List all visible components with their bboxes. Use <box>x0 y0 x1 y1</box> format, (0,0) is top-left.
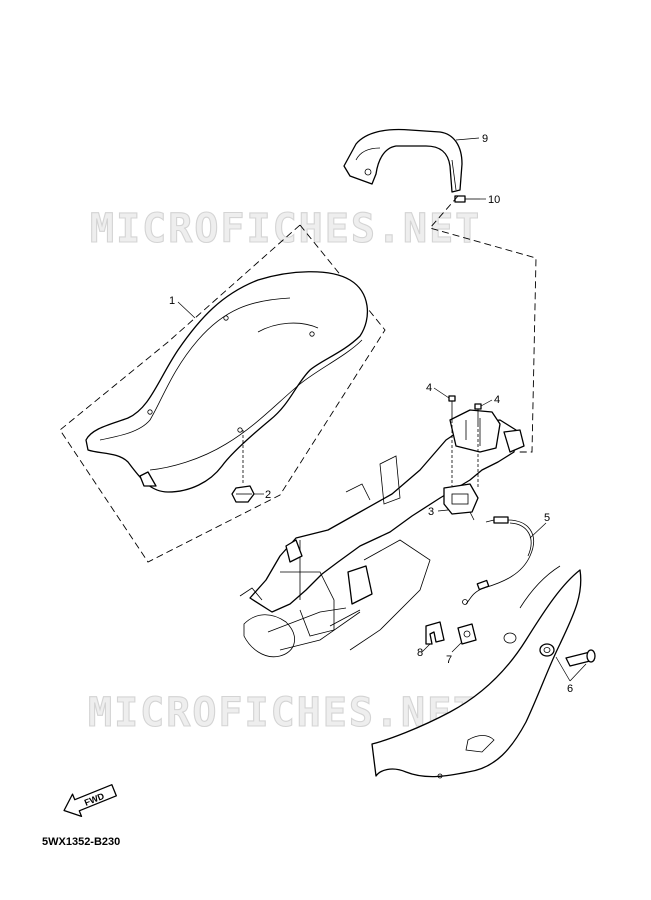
screw-4-right <box>474 403 482 488</box>
screw-4-left <box>448 395 456 486</box>
svg-text:MICROFICHES.NET: MICROFICHES.NET <box>88 690 479 736</box>
clip-part-8 <box>425 621 445 645</box>
watermark-top: MICROFICHES.NET MICROFICHES.NET <box>89 205 481 252</box>
rear-side-cover <box>371 565 582 779</box>
seat-lock-part <box>443 483 479 521</box>
seat-assembly-boundary <box>59 224 386 563</box>
callout-7: 7 <box>446 654 452 666</box>
grab-bar-connector <box>429 195 537 453</box>
watermark-bottom: MICROFICHES.NET MICROFICHES.NET <box>87 689 479 736</box>
diagram-code: 5WX1352-B230 <box>42 836 121 848</box>
screw-part <box>454 195 480 203</box>
callout-6: 6 <box>567 683 573 695</box>
grab-bar-part <box>343 128 463 193</box>
callout-5: 5 <box>544 512 550 524</box>
grommet-part-6 <box>539 643 596 667</box>
callout-9: 9 <box>482 133 488 145</box>
callout-leaders <box>177 137 587 682</box>
callout-10: 10 <box>488 194 500 206</box>
rear-frame <box>239 409 525 658</box>
callout-8: 8 <box>417 647 423 659</box>
callout-4-right: 4 <box>494 394 500 406</box>
callout-4-left: 4 <box>426 382 432 394</box>
clip-part-7 <box>457 623 477 645</box>
callout-2: 2 <box>265 489 271 501</box>
nut-part <box>231 430 255 503</box>
seat-lock-cable <box>462 516 534 605</box>
fwd-arrow-icon: FWD <box>63 784 118 818</box>
svg-text:MICROFICHES.NET: MICROFICHES.NET <box>90 206 481 252</box>
callout-1: 1 <box>169 295 175 307</box>
svg-text:MICROFICHES.NET: MICROFICHES.NET <box>88 690 479 736</box>
callout-3: 3 <box>428 506 434 518</box>
seat-part <box>85 271 369 493</box>
svg-text:MICROFICHES.NET: MICROFICHES.NET <box>90 206 481 252</box>
